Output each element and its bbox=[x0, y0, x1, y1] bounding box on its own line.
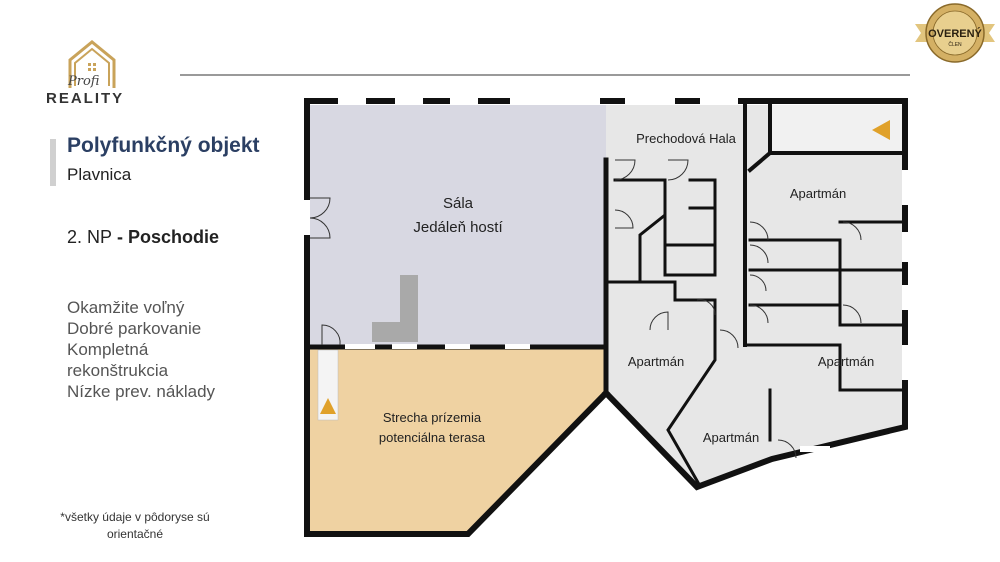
room-right-wing bbox=[606, 105, 904, 486]
room-label: potenciálna terasa bbox=[379, 430, 486, 445]
floor-label: 2. NP - Poschodie bbox=[67, 227, 219, 248]
room-label: Apartmán bbox=[628, 354, 684, 369]
floor-plan: Sála Jedáleň hostí Prechodová Hala Apart… bbox=[304, 98, 908, 537]
floor-level: 2. NP bbox=[67, 227, 113, 247]
room-label: Strecha prízemia bbox=[383, 410, 482, 425]
stairs-terrace bbox=[317, 349, 339, 421]
feature-item: Okamžite voľný bbox=[67, 298, 185, 317]
logo-word: REALITY bbox=[46, 90, 125, 107]
feature-item: Nízke prev. náklady bbox=[67, 382, 216, 401]
room-label: Sála bbox=[443, 195, 474, 212]
room-label: Prechodová Hala bbox=[636, 131, 736, 146]
feature-list: Okamžite voľný Dobré parkovanie Kompletn… bbox=[67, 297, 215, 402]
room-label: Apartmán bbox=[818, 354, 874, 369]
stair-arrow-icon bbox=[320, 398, 336, 414]
room-label: Jedáleň hostí bbox=[413, 219, 503, 236]
stairs-sala bbox=[372, 275, 418, 342]
room-label: Apartmán bbox=[703, 430, 759, 445]
room-label: Apartmán bbox=[790, 186, 846, 201]
badge-text: OVERENÝ bbox=[928, 27, 982, 40]
room-terrace bbox=[310, 347, 606, 533]
floor-name: Poschodie bbox=[128, 227, 220, 247]
profi-reality-logo bbox=[68, 40, 116, 88]
logo-script: Profi bbox=[68, 74, 100, 89]
title-accent-bar bbox=[50, 139, 56, 186]
badge-subtext: ČLEN bbox=[948, 41, 962, 48]
stair-arrow-icon bbox=[872, 120, 890, 140]
room-sala bbox=[310, 105, 606, 347]
floor-separator: - bbox=[112, 227, 129, 247]
page-title: Polyfunkčný objekt bbox=[67, 134, 260, 157]
header-divider bbox=[180, 74, 910, 76]
feature-item: Kompletná bbox=[67, 340, 149, 359]
feature-item: Dobré parkovanie bbox=[67, 319, 202, 338]
location: Plavnica bbox=[67, 165, 132, 184]
disclaimer-note: *všetky údaje v pôdoryse sú orientačné bbox=[60, 510, 210, 541]
verified-member-badge: OVERENÝ ČLEN bbox=[915, 3, 995, 63]
feature-item: rekonštrukcia bbox=[67, 361, 169, 380]
